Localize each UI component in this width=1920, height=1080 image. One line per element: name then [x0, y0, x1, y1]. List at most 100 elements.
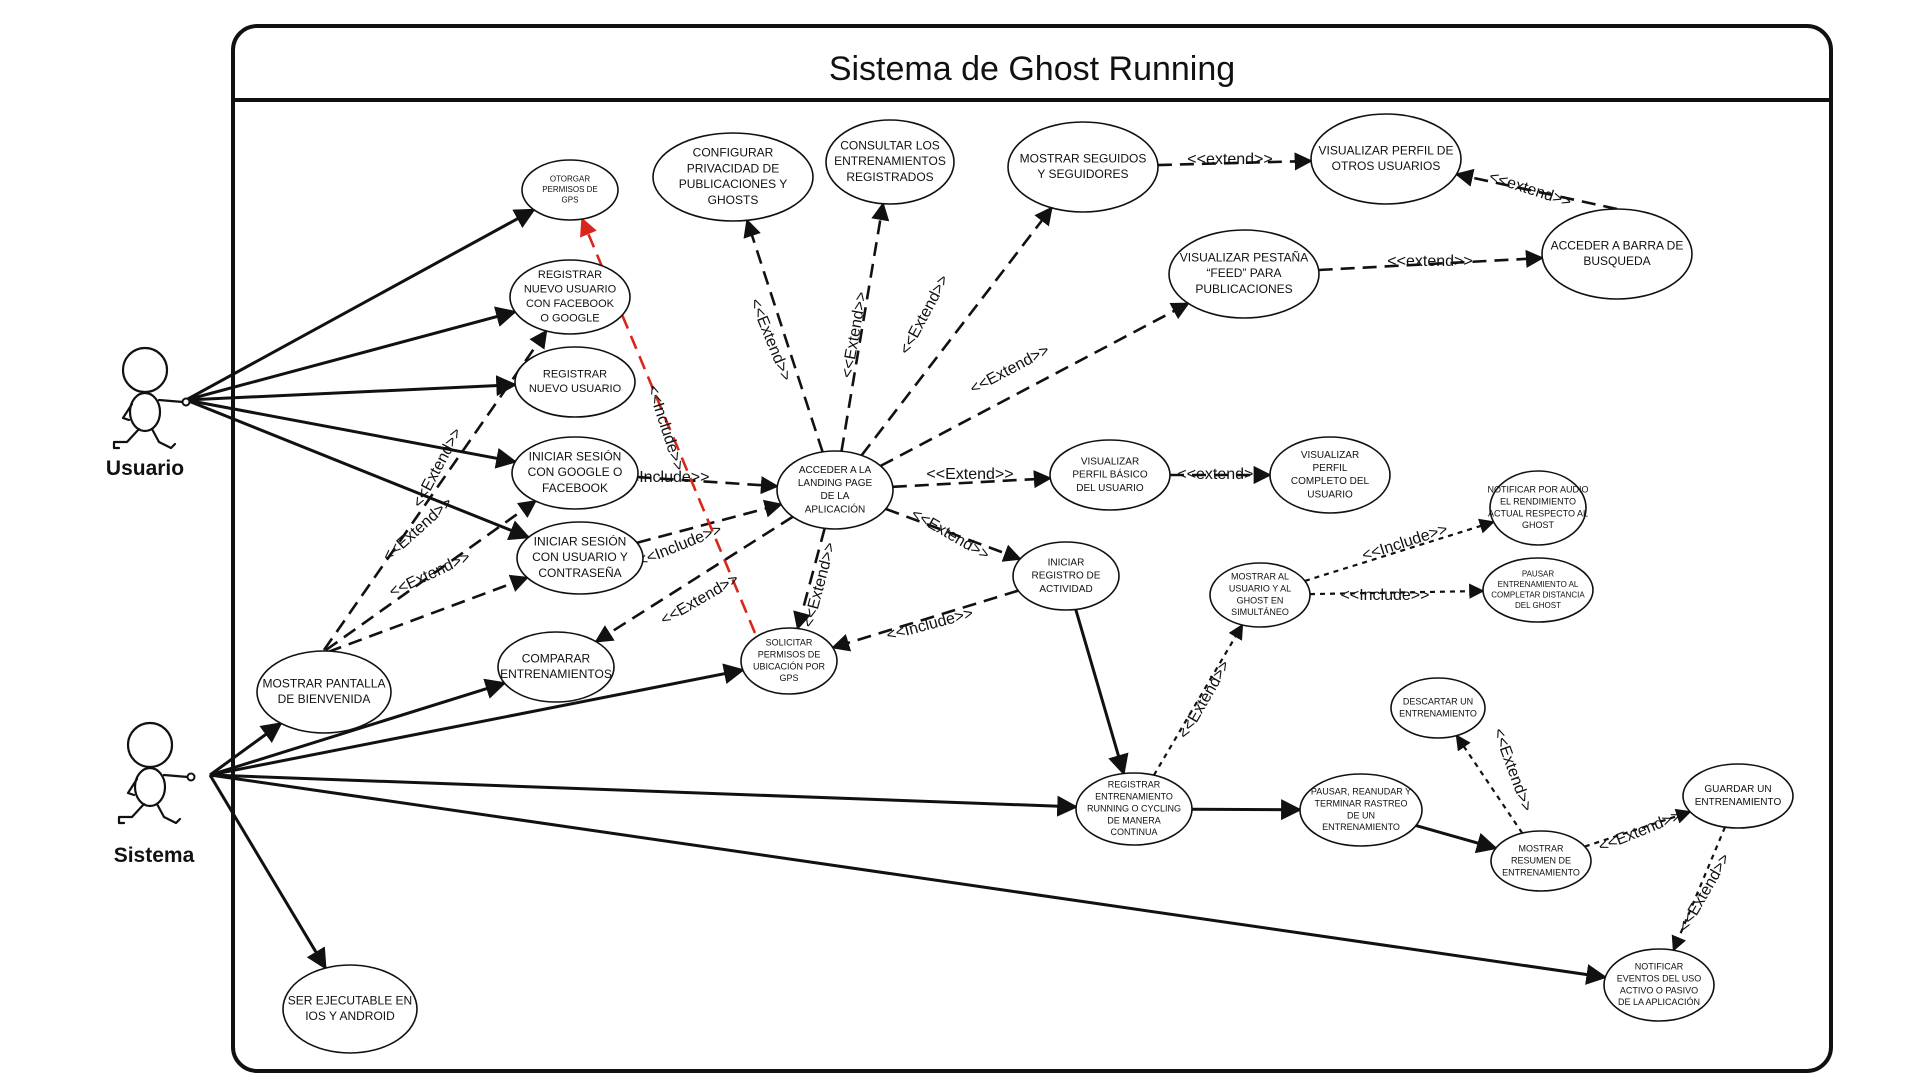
extend-relation: [1454, 168, 1618, 211]
use-case-label-line: EL RENDIMIENTO: [1500, 496, 1576, 506]
extend-relation: [860, 206, 1053, 457]
use-case-label-line: INICIAR: [1048, 557, 1085, 568]
use-case-label-line: OTORGAR: [550, 175, 591, 184]
association-line: [209, 678, 507, 777]
use-case-label-line: UBICACIÓN POR: [753, 661, 826, 671]
use-case-label-line: NUEVO USUARIO: [524, 284, 617, 296]
association-line: [209, 722, 283, 777]
use-case-iniciar-registro[interactable]: INICIAR REGISTRO DE ACTIVIDAD: [1012, 541, 1120, 611]
actor-usuario[interactable]: Usuario: [106, 346, 191, 480]
use-case-label-line: COMPLETO DEL: [1291, 476, 1370, 487]
use-case-label-line: ENTRENAMIENTO: [1502, 867, 1580, 877]
use-case-label-line: DE BIENVENIDA: [278, 692, 371, 706]
include-label: <<Include>>: [1341, 587, 1430, 604]
use-case-label-line: PAUSAR, REANUDAR Y: [1311, 787, 1411, 797]
use-case-label-line: PERMISOS DE: [542, 185, 598, 194]
use-case-label-line: VISUALIZAR PESTAÑA: [1180, 250, 1308, 264]
extend-label: <<extend>>: [1187, 151, 1272, 168]
use-case-label-line: REGISTRO DE: [1032, 571, 1101, 582]
extend-relation: [1318, 249, 1545, 272]
extend-relation: [793, 528, 826, 631]
use-case-label-line: VISUALIZAR: [1301, 450, 1359, 461]
use-case-label-line: OTROS USUARIOS: [1332, 159, 1441, 173]
use-case-label-line: PERMISOS DE: [758, 649, 821, 659]
use-case-label-line: ENTRENAMIENTO: [1695, 797, 1782, 808]
use-case-label-line: PUBLICACIONES Y: [679, 177, 787, 191]
extend-relation: [1157, 152, 1313, 171]
use-case-mostrar-resumen[interactable]: MOSTRAR RESUMEN DE ENTRENAMIENTO: [1490, 830, 1592, 892]
use-case-label-line: RESUMEN DE: [1511, 855, 1571, 865]
use-case-label-line: ENTRENAMIENTOS: [834, 154, 946, 168]
actor-sistema[interactable]: Sistema: [114, 721, 196, 867]
extend-relation: [840, 201, 890, 452]
use-case-ejecutable[interactable]: SER EJECUTABLE EN IOS Y ANDROID: [282, 964, 418, 1054]
use-case-label-line: ENTRENAMIENTO: [1399, 708, 1477, 718]
extend-relation: [885, 507, 1022, 562]
use-case-label-line: SER EJECUTABLE EN: [288, 993, 412, 1007]
system-boundary: Sistema de Ghost Running: [231, 24, 1833, 1073]
use-case-label-line: PAUSAR: [1522, 569, 1555, 578]
use-case-label-line: DESCARTAR UN: [1403, 696, 1473, 706]
include-relation: [637, 475, 780, 495]
extend-relation: [880, 302, 1190, 468]
use-case-descartar[interactable]: DESCARTAR UN ENTRENAMIENTO: [1390, 677, 1486, 739]
use-case-label-line: MOSTRAR AL: [1231, 572, 1289, 582]
use-case-label-line: LANDING PAGE: [798, 478, 873, 489]
use-case-label-line: CON GOOGLE O: [528, 465, 623, 479]
use-case-label-line: REGISTRADOS: [846, 170, 933, 184]
use-case-label-line: DE LA APLICACIÓN: [1618, 997, 1700, 1007]
actor-sistema-label: Sistema: [114, 844, 195, 867]
extend-relation: [743, 218, 824, 453]
use-case-label-line: ACTIVIDAD: [1039, 584, 1092, 595]
extend-relation: [327, 574, 529, 654]
use-case-label-line: PRIVACIDAD DE: [687, 161, 779, 175]
extend-relation: [1584, 808, 1692, 848]
use-case-label-line: NUEVO USUARIO: [529, 383, 622, 395]
association-line: [1415, 824, 1498, 854]
include-relation: [831, 589, 1019, 652]
use-case-label-line: NOTIFICAR POR AUDIO: [1487, 485, 1588, 495]
use-case-label-line: INICIAR SESIÓN: [529, 448, 622, 463]
use-case-visualizar-feed[interactable]: VISUALIZAR PESTAÑA“FEED” PARAPUBLICACION…: [1168, 229, 1320, 319]
extend-label: <<extend>>: [1387, 253, 1472, 270]
use-case-label-line: ACTIVO O PASIVO: [1620, 985, 1698, 995]
use-case-label-line: ACCEDER A LA: [799, 465, 872, 476]
use-case-label-line: ENTRENAMIENTO: [1095, 791, 1173, 801]
use-case-label-line: GHOST EN: [1237, 595, 1284, 605]
use-case-label-line: PUBLICACIONES: [1195, 282, 1292, 296]
use-case-label-line: CONTRASEÑA: [538, 566, 621, 580]
use-case-label-line: DE UN: [1347, 810, 1375, 820]
use-case-label-line: GHOST: [1522, 520, 1555, 530]
use-case-label-line: ENTRENAMIENTO AL: [1498, 580, 1579, 589]
use-case-label-line: GHOSTS: [708, 193, 759, 207]
association-line: [1074, 608, 1129, 776]
use-case-label-line: MOSTRAR: [1519, 843, 1565, 853]
use-case-label-line: IOS Y ANDROID: [305, 1009, 395, 1023]
use-case-label-line: REGISTRAR: [538, 269, 602, 281]
use-case-label-line: USUARIO: [1307, 489, 1353, 500]
